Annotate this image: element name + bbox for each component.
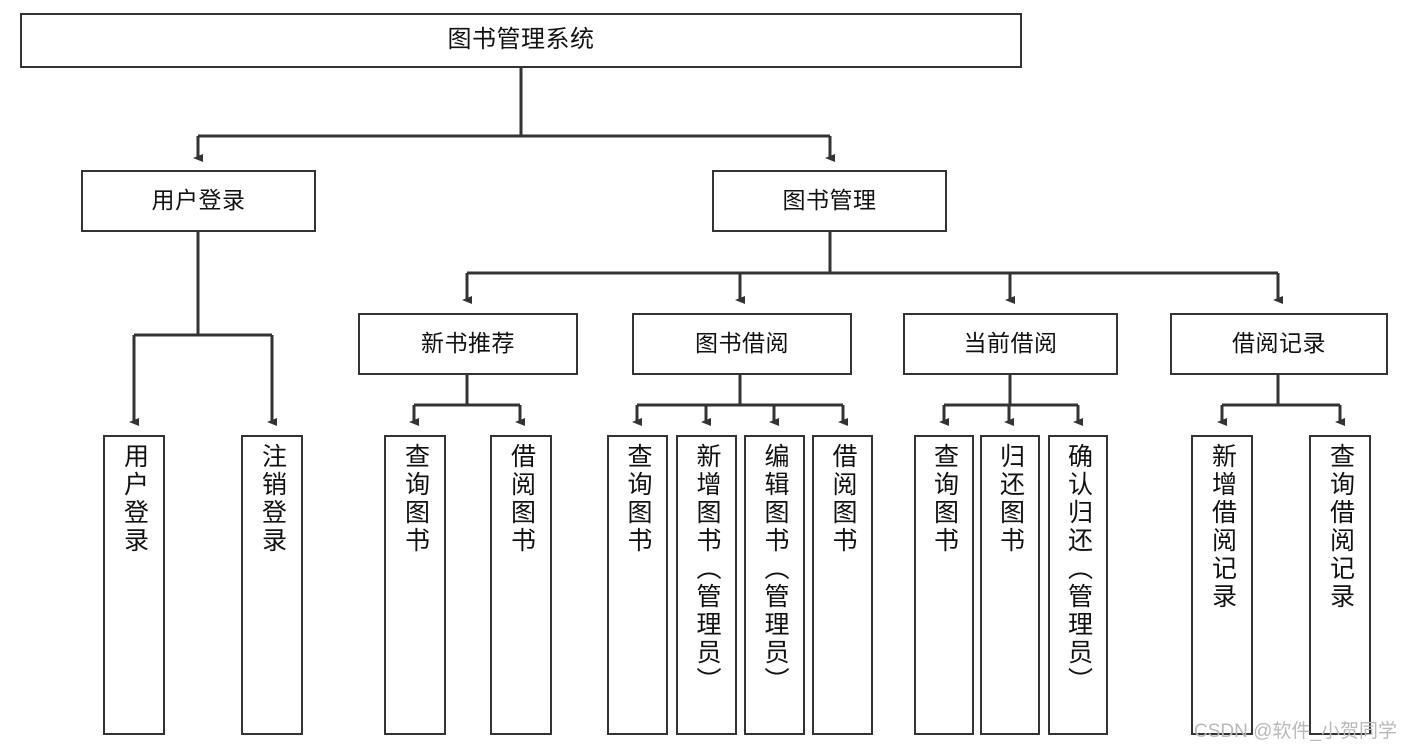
leaf-query-books-recommend[interactable]: 查询图书 [384, 435, 446, 735]
node-label: 查询借阅记录 [1326, 443, 1355, 611]
node-label: 查询图书 [401, 443, 430, 555]
node-label: 借阅记录 [1232, 330, 1326, 357]
leaf-add-book-admin[interactable]: 新增图书（管理员） [676, 435, 737, 735]
edge-book-mgmt-to-level3 [462, 232, 1283, 304]
node-current-borrowing[interactable]: 当前借阅 [903, 313, 1118, 375]
leaf-user-login[interactable]: 用户登录 [103, 435, 165, 735]
leaf-return-book[interactable]: 归还图书 [980, 435, 1040, 735]
leaf-logout[interactable]: 注销登录 [241, 435, 303, 735]
node-label: 用户登录 [151, 187, 246, 214]
leaf-query-books-current[interactable]: 查询图书 [914, 435, 974, 735]
node-label: 当前借阅 [963, 330, 1058, 357]
leaf-borrow-book[interactable]: 借阅图书 [812, 435, 873, 735]
node-label: 注销登录 [258, 443, 287, 555]
node-label: 新增图书（管理员） [693, 443, 721, 695]
node-label: 新书推荐 [421, 330, 515, 357]
leaf-query-borrow-record[interactable]: 查询借阅记录 [1309, 435, 1371, 735]
edge-root-to-level2 [193, 67, 835, 162]
watermark: CSDN @软件_小贺同学 [1194, 721, 1397, 742]
node-label: 借阅图书 [829, 443, 857, 555]
leaf-confirm-return-admin[interactable]: 确认归还（管理员） [1048, 435, 1108, 735]
edge-borrow-to-leaves [632, 375, 848, 426]
node-label: 借阅图书 [507, 443, 536, 555]
node-user-login[interactable]: 用户登录 [81, 170, 316, 232]
edge-user-login-to-leaves [129, 232, 277, 426]
node-new-book-recommendation[interactable]: 新书推荐 [358, 313, 578, 375]
node-label: 查询图书 [930, 443, 959, 555]
leaf-edit-book-admin[interactable]: 编辑图书（管理员） [744, 435, 805, 735]
node-label: 确认归还（管理员） [1064, 443, 1093, 695]
leaf-add-borrow-record[interactable]: 新增借阅记录 [1191, 435, 1253, 735]
node-label: 用户登录 [120, 443, 149, 555]
node-label: 归还图书 [996, 443, 1025, 555]
node-book-management[interactable]: 图书管理 [712, 170, 947, 232]
edge-new-book-to-leaves [409, 375, 525, 426]
node-label: 图书管理 [782, 187, 877, 214]
node-label: 编辑图书（管理员） [761, 443, 789, 695]
edge-records-to-leaves [1217, 375, 1345, 426]
node-label: 查询图书 [624, 443, 652, 555]
node-borrowing-records[interactable]: 借阅记录 [1170, 313, 1388, 375]
leaf-query-books-borrow[interactable]: 查询图书 [607, 435, 668, 735]
node-label: 图书管理系统 [447, 26, 595, 54]
node-label: 图书借阅 [695, 330, 789, 357]
node-root-book-management-system[interactable]: 图书管理系统 [20, 13, 1022, 68]
edge-current-borrow-to-leaves [939, 375, 1083, 426]
node-label: 新增借阅记录 [1208, 443, 1237, 611]
leaf-borrow-books-recommend[interactable]: 借阅图书 [490, 435, 552, 735]
node-book-borrowing[interactable]: 图书借阅 [632, 313, 852, 375]
